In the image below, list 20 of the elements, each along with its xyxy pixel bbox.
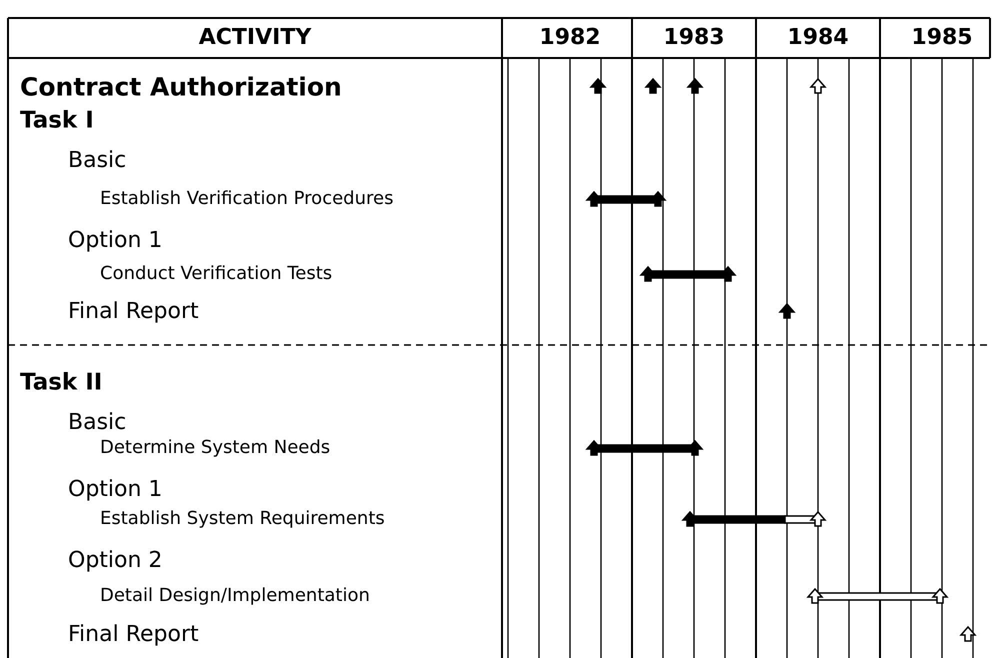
- activity-label: Establish System Requirements: [100, 510, 385, 528]
- year-label: 1984: [787, 27, 849, 49]
- activity-label: Establish Verification Procedures: [100, 190, 394, 208]
- activity-heading: Contract Authorization: [20, 74, 342, 100]
- phase-label: Final Report: [68, 301, 199, 323]
- phase-label: Option 1: [68, 479, 162, 501]
- phase-label: Basic: [68, 150, 126, 172]
- activity-label: Conduct Verification Tests: [100, 265, 332, 283]
- task-heading: Task I: [20, 110, 94, 132]
- activity-label: Detail Design/Implementation: [100, 587, 370, 605]
- phase-label: Option 1: [68, 230, 162, 252]
- year-label: 1985: [911, 27, 973, 49]
- phase-label: Option 2: [68, 550, 162, 572]
- phase-label: Final Report: [68, 624, 199, 646]
- year-label: 1982: [539, 27, 601, 49]
- phase-label: Basic: [68, 412, 126, 434]
- activity-label: Determine System Needs: [100, 439, 330, 457]
- column-header: ACTIVITY: [198, 27, 312, 49]
- year-label: 1983: [663, 27, 725, 49]
- task-heading: Task II: [20, 372, 102, 394]
